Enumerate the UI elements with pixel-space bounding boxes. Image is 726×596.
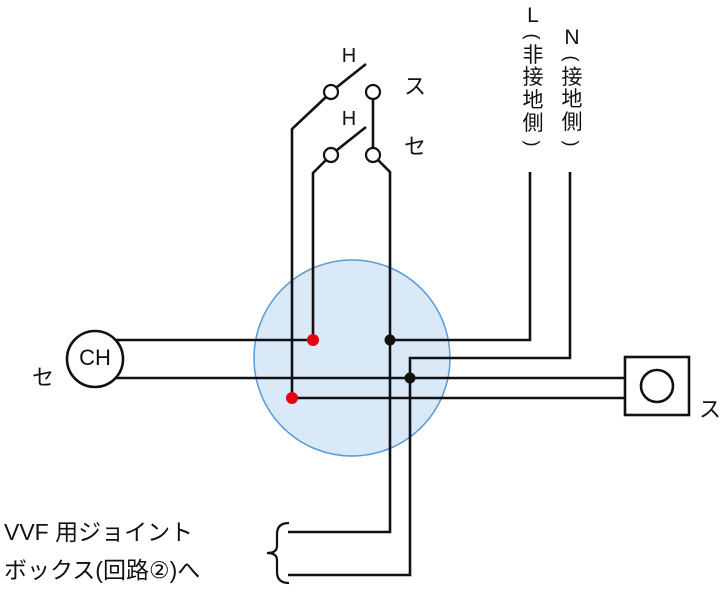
switch2-left-contact xyxy=(322,146,340,164)
wire-switch-se-to-chime xyxy=(311,159,327,340)
switch2-blade xyxy=(336,125,367,152)
chime-label: CH xyxy=(79,345,111,370)
switch1-left-contact xyxy=(322,83,340,101)
switch1-blade xyxy=(336,62,367,89)
black-connection-dot-neutral xyxy=(404,372,416,384)
curly-brace xyxy=(266,521,290,585)
chime-symbol xyxy=(65,329,125,389)
l-source-label: L(非接地側) xyxy=(522,4,544,147)
black-connection-dot-line xyxy=(384,334,396,346)
receptacle-inner-circle xyxy=(639,368,675,404)
chime-circuit-label: セ xyxy=(31,365,54,390)
switch1-circuit-label: ス xyxy=(403,74,426,99)
switch1-right-contact xyxy=(364,83,382,101)
joint-note-line1: VVF 用ジョイント xyxy=(4,519,194,545)
switch2-circuit-label: セ xyxy=(403,134,426,159)
n-source-label: N(接地側) xyxy=(561,26,583,147)
red-connection-dot-receptacle xyxy=(286,392,298,404)
wire-neutral-feed xyxy=(288,172,572,577)
receptacle-circuit-label: ス xyxy=(698,397,721,422)
wire-switch-feed-branch xyxy=(377,159,392,340)
switch2-right-contact xyxy=(364,146,382,164)
wire-switch-su-to-receptacle xyxy=(290,96,640,400)
switch2-type-label: H xyxy=(341,108,357,130)
red-connection-dot-chime xyxy=(307,334,319,346)
joint-note-line2: ボックス(回路②)へ xyxy=(4,557,201,583)
switch1-type-label: H xyxy=(341,45,357,67)
